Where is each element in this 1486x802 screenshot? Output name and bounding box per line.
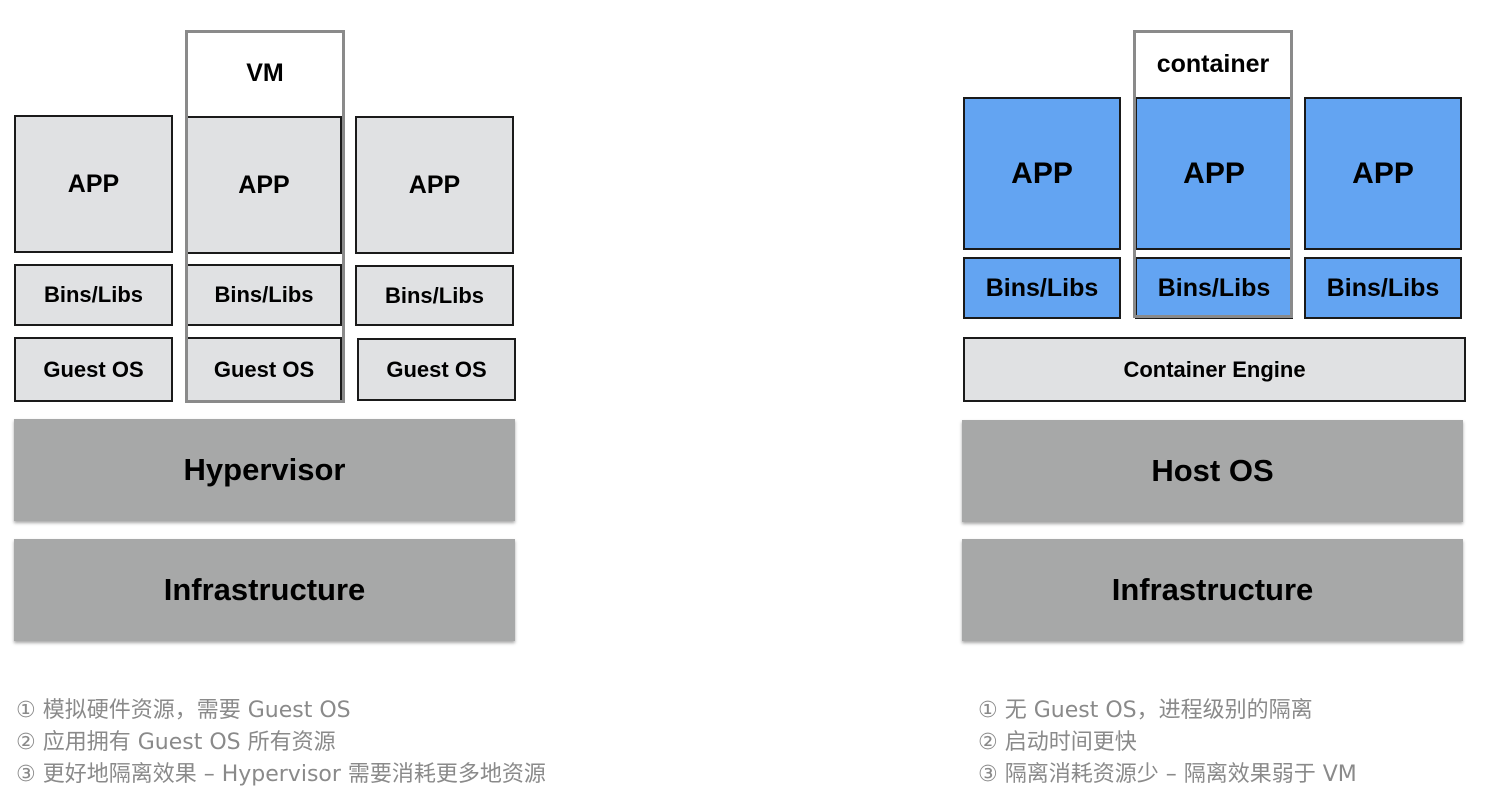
vm-guest-os-box-2: Guest OS [186, 337, 342, 402]
vm-app-box-3: APP [355, 116, 514, 254]
vm-guest-os-box-3: Guest OS [357, 338, 516, 401]
vm-app-box-2: APP [186, 116, 342, 254]
container-note-3: ③ 隔离消耗资源少 – 隔离效果弱于 VM [978, 762, 1357, 787]
vm-note-3: ③ 更好地隔离效果 – Hypervisor 需要消耗更多地资源 [16, 762, 546, 787]
container-app-box-1: APP [963, 97, 1121, 250]
vm-guest-os-box-1: Guest OS [14, 337, 173, 402]
container-app-box-3: APP [1304, 97, 1462, 250]
vm-note-2: ② 应用拥有 Guest OS 所有资源 [16, 730, 336, 755]
container-outline-label: container [1136, 33, 1290, 96]
hypervisor-layer: Hypervisor [14, 419, 515, 521]
container-note-2: ② 启动时间更快 [978, 730, 1137, 755]
container-infrastructure-layer: Infrastructure [962, 539, 1463, 641]
vm-outline [185, 30, 345, 403]
container-note-1: ① 无 Guest OS，进程级别的隔离 [978, 698, 1313, 723]
vm-app-box-1: APP [14, 115, 173, 253]
container-bins-libs-box-1: Bins/Libs [963, 257, 1121, 319]
vm-bins-libs-box-3: Bins/Libs [355, 265, 514, 326]
container-notes: ① 无 Guest OS，进程级别的隔离 ② 启动时间更快 ③ 隔离消耗资源少 … [978, 695, 1357, 791]
container-engine-layer: Container Engine [963, 337, 1466, 402]
host-os-layer: Host OS [962, 420, 1463, 522]
vm-note-1: ① 模拟硬件资源，需要 Guest OS [16, 698, 351, 723]
vm-infrastructure-layer: Infrastructure [14, 539, 515, 641]
vm-bins-libs-box-2: Bins/Libs [186, 264, 342, 326]
container-outline [1133, 30, 1293, 318]
vm-bins-libs-box-1: Bins/Libs [14, 264, 173, 326]
vm-notes: ① 模拟硬件资源，需要 Guest OS ② 应用拥有 Guest OS 所有资… [16, 695, 546, 791]
container-bins-libs-box-3: Bins/Libs [1304, 257, 1462, 319]
container-bins-libs-box-2: Bins/Libs [1135, 257, 1293, 319]
vm-outline-label: VM [188, 33, 342, 113]
